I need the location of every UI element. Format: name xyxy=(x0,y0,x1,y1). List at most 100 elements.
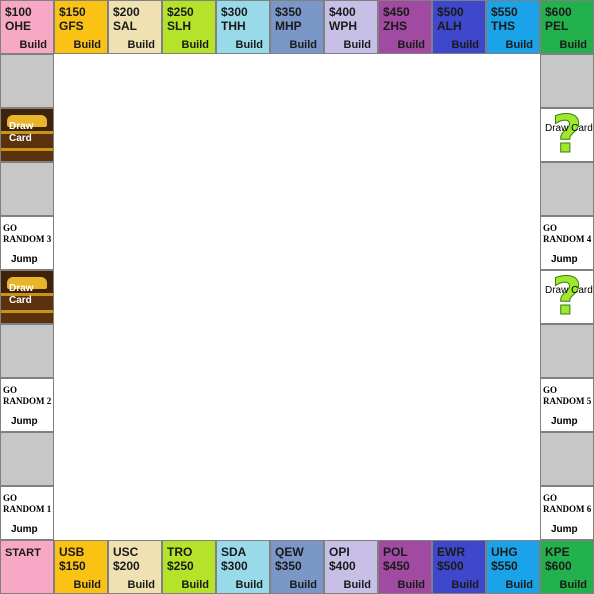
property-price: $250 xyxy=(167,559,194,573)
property-code: USC xyxy=(113,545,139,559)
left-draw-card-chest[interactable]: Draw Card xyxy=(0,108,54,162)
left-blank-space xyxy=(0,162,54,216)
build-button[interactable]: Build xyxy=(73,39,102,51)
left-blank-space xyxy=(0,432,54,486)
build-button[interactable]: Build xyxy=(181,39,210,51)
property-price: $500 xyxy=(437,5,464,19)
property-price: $600 xyxy=(545,5,572,19)
property-code: SAL xyxy=(113,19,137,33)
build-button[interactable]: Build xyxy=(235,579,264,591)
question-mark-icon: ? xyxy=(551,108,583,162)
property-code: KPE xyxy=(545,545,570,559)
property-price: $400 xyxy=(329,5,356,19)
build-button[interactable]: Build xyxy=(397,39,426,51)
build-button[interactable]: Build xyxy=(451,579,480,591)
jump-label: Jump xyxy=(551,416,578,427)
property-code: THS xyxy=(491,19,515,33)
property-code: UHG xyxy=(491,545,518,559)
property-code: THH xyxy=(221,19,246,33)
treasure-chest-icon xyxy=(1,109,53,161)
draw-card-label: Draw Card xyxy=(545,123,593,134)
property-price: $550 xyxy=(491,5,518,19)
property-price: $600 xyxy=(545,559,572,573)
build-button[interactable]: Build xyxy=(289,579,318,591)
property-code: SDA xyxy=(221,545,247,559)
property-price: $550 xyxy=(491,559,518,573)
left-go-random-space[interactable]: GO RANDOM 2 Jump xyxy=(0,378,54,432)
build-button[interactable]: Build xyxy=(451,39,480,51)
build-button[interactable]: Build xyxy=(343,579,372,591)
right-draw-card-chance[interactable]: ?Draw Card xyxy=(540,270,594,324)
build-button[interactable]: Build xyxy=(559,579,588,591)
property-price: $450 xyxy=(383,559,410,573)
property-price: $100 xyxy=(5,5,32,19)
chest-band xyxy=(1,148,53,151)
draw-card-label: Draw Card xyxy=(9,121,34,144)
build-button[interactable]: Build xyxy=(343,39,372,51)
go-random-label: GO RANDOM 6 xyxy=(543,493,592,514)
property-price: $200 xyxy=(113,559,140,573)
go-random-label: GO RANDOM 2 xyxy=(3,385,52,406)
build-button[interactable]: Build xyxy=(505,579,534,591)
property-code: QEW xyxy=(275,545,304,559)
build-button[interactable]: Build xyxy=(505,39,534,51)
start-space[interactable]: START xyxy=(0,540,54,594)
build-button[interactable]: Build xyxy=(127,579,156,591)
property-price: $300 xyxy=(221,5,248,19)
property-price: $150 xyxy=(59,5,86,19)
start-label: START xyxy=(5,547,41,559)
draw-card-label: Draw Card xyxy=(545,285,593,296)
property-price: $500 xyxy=(437,559,464,573)
build-button[interactable]: Build xyxy=(127,39,156,51)
treasure-chest-icon xyxy=(1,271,53,323)
build-button[interactable]: Build xyxy=(73,579,102,591)
left-blank-space xyxy=(0,324,54,378)
property-price: $250 xyxy=(167,5,194,19)
build-button[interactable]: Build xyxy=(181,579,210,591)
chest-gold xyxy=(7,115,47,127)
right-blank-space xyxy=(540,54,594,108)
left-draw-card-chest[interactable]: Draw Card xyxy=(0,270,54,324)
build-button[interactable]: Build xyxy=(19,39,48,51)
build-button[interactable]: Build xyxy=(559,39,588,51)
property-price: $350 xyxy=(275,559,302,573)
go-random-label: GO RANDOM 4 xyxy=(543,223,592,244)
property-code: WPH xyxy=(329,19,357,33)
go-random-label: GO RANDOM 5 xyxy=(543,385,592,406)
property-code: POL xyxy=(383,545,408,559)
right-go-random-space[interactable]: GO RANDOM 5 Jump xyxy=(540,378,594,432)
build-button[interactable]: Build xyxy=(289,39,318,51)
build-button[interactable]: Build xyxy=(235,39,264,51)
property-code: TRO xyxy=(167,545,193,559)
chest-band xyxy=(1,310,53,313)
jump-label: Jump xyxy=(11,416,38,427)
right-draw-card-chance[interactable]: ?Draw Card xyxy=(540,108,594,162)
property-code: MHP xyxy=(275,19,302,33)
build-button[interactable]: Build xyxy=(397,579,426,591)
